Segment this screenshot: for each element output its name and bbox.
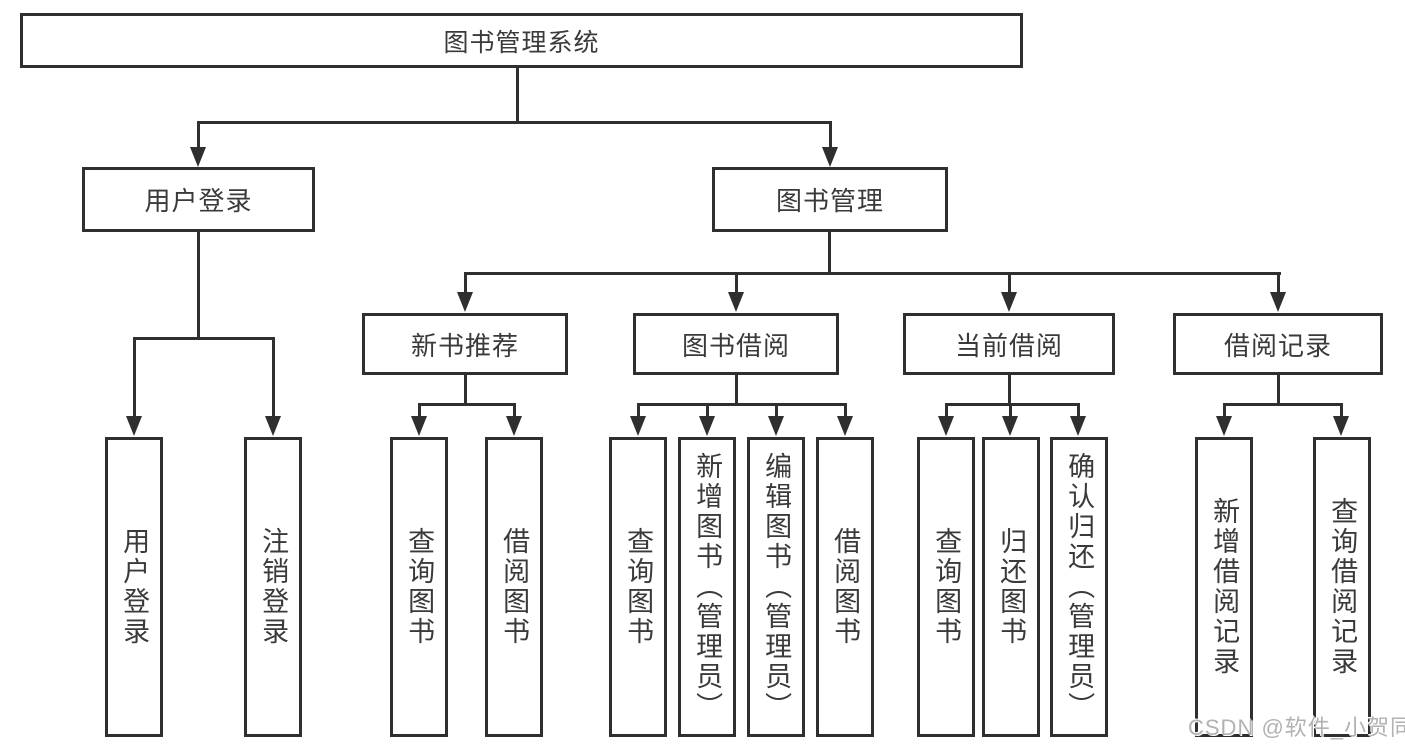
arrow-down-icon — [728, 292, 744, 312]
connector-line — [133, 337, 136, 416]
node-user-login-label: 用户登录 — [144, 186, 253, 216]
node-current-borrowing-label: 当前借阅 — [954, 330, 1063, 361]
connector-line — [272, 337, 275, 416]
leaf-return-books: 归还图书 — [982, 437, 1040, 737]
node-new-book-recommend: 新书推荐 — [362, 313, 568, 375]
leaf-query-books-current: 查询图书 — [917, 437, 975, 737]
connector-line — [1009, 403, 1012, 417]
connector-line — [1223, 403, 1342, 406]
connector-line — [133, 337, 275, 340]
leaf-query-borrow-record: 查询借阅记录 — [1313, 437, 1371, 737]
connector-line — [735, 272, 738, 294]
connector-line — [464, 375, 467, 403]
leaf-return-books-label: 归还图书 — [996, 527, 1027, 647]
connector-line — [516, 68, 519, 121]
arrow-down-icon — [457, 292, 473, 312]
arrow-down-icon — [822, 147, 838, 167]
node-borrowing-records: 借阅记录 — [1173, 313, 1383, 375]
connector-line — [197, 121, 832, 124]
connector-line — [418, 403, 516, 406]
connector-line — [945, 403, 948, 417]
connector-line — [197, 232, 200, 337]
connector-line — [513, 403, 516, 417]
leaf-query-borrow-record-label: 查询借阅记录 — [1327, 497, 1358, 677]
connector-line — [829, 121, 832, 148]
node-book-borrowing-label: 图书借阅 — [681, 330, 790, 361]
leaf-user-login: 用户登录 — [105, 437, 163, 737]
node-root-label: 图书管理系统 — [443, 28, 600, 57]
leaf-query-books-recommend-label: 查询图书 — [404, 527, 435, 647]
leaf-add-borrow-record-label: 新增借阅记录 — [1209, 497, 1240, 677]
node-book-management-label: 图书管理 — [775, 186, 884, 216]
leaf-add-books-admin-label: 新增图书（管理员） — [692, 452, 723, 722]
leaf-query-books-borrow: 查询图书 — [609, 437, 667, 737]
arrow-down-icon — [506, 416, 522, 436]
arrow-down-icon — [411, 416, 427, 436]
arrow-down-icon — [1216, 416, 1232, 436]
arrow-down-icon — [190, 147, 206, 167]
connector-line — [1340, 403, 1343, 417]
connector-line — [1277, 272, 1280, 294]
leaf-logout: 注销登录 — [244, 437, 302, 737]
node-root: 图书管理系统 — [20, 13, 1023, 68]
leaf-edit-books-admin: 编辑图书（管理员） — [747, 437, 805, 737]
leaf-borrow-books-recommend: 借阅图书 — [485, 437, 543, 737]
node-current-borrowing: 当前借阅 — [903, 313, 1115, 375]
leaf-add-borrow-record: 新增借阅记录 — [1195, 437, 1253, 737]
connector-line — [775, 403, 778, 417]
arrow-down-icon — [699, 416, 715, 436]
arrow-down-icon — [1333, 416, 1349, 436]
connector-line — [418, 403, 421, 417]
connector-line — [464, 272, 467, 294]
connector-line — [637, 403, 640, 417]
arrow-down-icon — [1002, 416, 1018, 436]
arrow-down-icon — [265, 416, 281, 436]
connector-line — [844, 403, 847, 417]
leaf-edit-books-admin-label: 编辑图书（管理员） — [761, 452, 792, 722]
leaf-query-books-current-label: 查询图书 — [931, 527, 962, 647]
connector-line — [1008, 375, 1011, 403]
connector-line — [1008, 272, 1011, 294]
arrow-down-icon — [1001, 292, 1017, 312]
arrow-down-icon — [768, 416, 784, 436]
connector-line — [1277, 375, 1280, 403]
node-book-management: 图书管理 — [712, 167, 948, 232]
leaf-user-login-label: 用户登录 — [119, 527, 150, 647]
leaf-confirm-return-admin: 确认归还（管理员） — [1050, 437, 1108, 737]
connector-line — [1077, 403, 1080, 417]
connector-line — [828, 232, 831, 272]
connector-line — [945, 403, 1080, 406]
leaf-logout-label: 注销登录 — [258, 527, 289, 647]
arrow-down-icon — [1270, 292, 1286, 312]
connector-line — [637, 403, 847, 406]
leaf-confirm-return-admin-label: 确认归还（管理员） — [1064, 452, 1095, 722]
node-user-login: 用户登录 — [82, 167, 315, 232]
connector-line — [464, 272, 1281, 275]
connector-line — [1223, 403, 1226, 417]
leaf-query-books-borrow-label: 查询图书 — [623, 527, 654, 647]
node-new-book-recommend-label: 新书推荐 — [410, 330, 519, 361]
connector-line — [735, 375, 738, 403]
leaf-borrow-books-label: 借阅图书 — [830, 527, 861, 647]
leaf-add-books-admin: 新增图书（管理员） — [678, 437, 736, 737]
arrow-down-icon — [938, 416, 954, 436]
connector-line — [197, 121, 200, 148]
node-borrowing-records-label: 借阅记录 — [1223, 330, 1332, 361]
arrow-down-icon — [630, 416, 646, 436]
node-book-borrowing: 图书借阅 — [633, 313, 839, 375]
leaf-borrow-books: 借阅图书 — [816, 437, 874, 737]
arrow-down-icon — [837, 416, 853, 436]
arrow-down-icon — [1070, 416, 1086, 436]
leaf-query-books-recommend: 查询图书 — [390, 437, 448, 737]
connector-line — [706, 403, 709, 417]
leaf-borrow-books-recommend-label: 借阅图书 — [499, 527, 530, 647]
watermark-text: CSDN @软件_小贺同学 — [1188, 715, 1405, 740]
arrow-down-icon — [126, 416, 142, 436]
